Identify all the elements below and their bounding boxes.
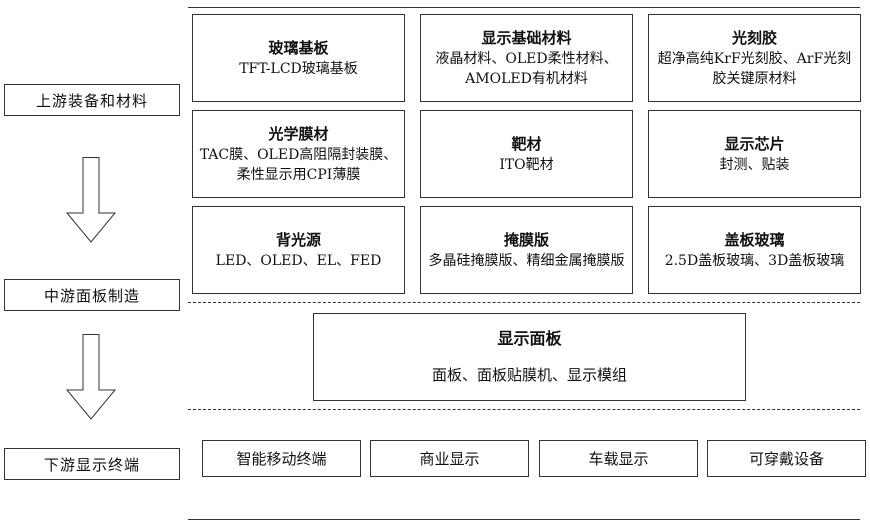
card-display-panel: 显示面板 面板、面板贴膜机、显示模组 bbox=[313, 313, 746, 401]
card-title: 掩膜版 bbox=[503, 230, 549, 249]
card-desc: 封测、贴装 bbox=[719, 156, 790, 173]
card-photomask: 掩膜版 多晶硅掩膜版、精细金属掩膜版 bbox=[420, 206, 633, 294]
card-desc: 2.5D盖板玻璃、3D盖板玻璃 bbox=[664, 252, 845, 269]
panel-desc: 面板、面板贴膜机、显示模组 bbox=[431, 366, 627, 384]
card-title: 背光源 bbox=[275, 230, 321, 249]
card-glass-substrate: 玻璃基板 TFT-LCD玻璃基板 bbox=[192, 14, 405, 102]
bottom-border-line bbox=[188, 519, 860, 520]
card-optical-film: 光学膜材 TAC膜、OLED高阻隔封装膜、柔性显示用CPI薄膜 bbox=[192, 110, 405, 198]
card-title: 显示基础材料 bbox=[481, 28, 572, 47]
card-display-base-materials: 显示基础材料 液晶材料、OLED柔性材料、AMOLED有机材料 bbox=[420, 14, 633, 102]
top-border-line bbox=[188, 7, 860, 8]
stage-midstream: 中游面板制造 bbox=[4, 279, 180, 311]
terminal-label: 商业显示 bbox=[419, 450, 480, 468]
terminal-label: 可穿戴设备 bbox=[748, 450, 824, 468]
down-arrow-icon bbox=[65, 334, 117, 420]
card-display-chip: 显示芯片 封测、贴装 bbox=[648, 110, 861, 198]
card-title: 盖板玻璃 bbox=[724, 230, 785, 249]
card-desc: LED、OLED、EL、FED bbox=[215, 252, 382, 269]
upstream-midstream-divider bbox=[188, 302, 860, 303]
card-title: 显示芯片 bbox=[724, 134, 785, 153]
stage-downstream-label: 下游显示终端 bbox=[43, 455, 140, 474]
card-title: 靶材 bbox=[511, 134, 542, 153]
down-arrow-icon bbox=[65, 157, 117, 243]
terminal-smart-mobile: 智能移动终端 bbox=[202, 440, 361, 477]
terminal-label: 车载显示 bbox=[588, 450, 649, 468]
card-title: 光刻胶 bbox=[731, 28, 777, 47]
card-desc: ITO靶材 bbox=[499, 156, 554, 173]
stage-upstream-label: 上游装备和材料 bbox=[35, 91, 148, 110]
card-desc: 液晶材料、OLED柔性材料、AMOLED有机材料 bbox=[435, 50, 618, 87]
terminal-label: 智能移动终端 bbox=[236, 450, 327, 468]
terminal-commercial-display: 商业显示 bbox=[370, 440, 529, 477]
stage-midstream-label: 中游面板制造 bbox=[43, 286, 140, 305]
card-desc: TAC膜、OLED高阻隔封装膜、柔性显示用CPI薄膜 bbox=[199, 146, 398, 183]
card-title: 玻璃基板 bbox=[268, 38, 329, 57]
panel-title: 显示面板 bbox=[497, 329, 562, 348]
card-target-material: 靶材 ITO靶材 bbox=[420, 110, 633, 198]
terminal-vehicle-display: 车载显示 bbox=[539, 440, 698, 477]
stage-downstream: 下游显示终端 bbox=[4, 448, 180, 480]
card-desc: 超净高纯KrF光刻胶、ArF光刻胶关键原材料 bbox=[657, 50, 852, 87]
card-photoresist: 光刻胶 超净高纯KrF光刻胶、ArF光刻胶关键原材料 bbox=[648, 14, 861, 102]
stage-upstream: 上游装备和材料 bbox=[4, 84, 180, 116]
card-title: 光学膜材 bbox=[268, 124, 329, 143]
card-desc: 多晶硅掩膜版、精细金属掩膜版 bbox=[428, 252, 625, 269]
terminal-wearable: 可穿戴设备 bbox=[707, 440, 866, 477]
card-desc: TFT-LCD玻璃基板 bbox=[239, 60, 358, 77]
card-backlight: 背光源 LED、OLED、EL、FED bbox=[192, 206, 405, 294]
card-cover-glass: 盖板玻璃 2.5D盖板玻璃、3D盖板玻璃 bbox=[648, 206, 861, 294]
midstream-downstream-divider bbox=[188, 409, 860, 410]
